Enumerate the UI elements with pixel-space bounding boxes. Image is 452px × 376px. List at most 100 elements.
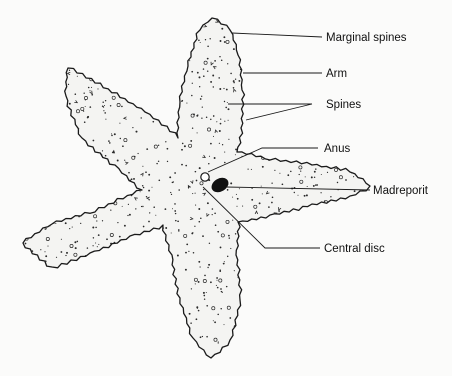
texture-dot [271, 183, 272, 184]
texture-dot [119, 236, 121, 238]
texture-dot [337, 333, 338, 334]
texture-dot [192, 193, 193, 194]
texture-dot [165, 53, 167, 55]
texture-ring [296, 42, 299, 45]
texture-dot [319, 126, 321, 128]
texture-dot [67, 53, 69, 55]
texture-dot [272, 47, 273, 48]
texture-dot [279, 75, 281, 77]
texture-dot [117, 314, 118, 315]
texture-dot [235, 154, 236, 155]
texture-dot [144, 37, 146, 39]
texture-dot [21, 162, 23, 164]
texture-dot [188, 251, 189, 252]
texture-dot [265, 307, 267, 309]
texture-dot [47, 118, 48, 119]
texture-dot [247, 325, 249, 327]
texture-spine [39, 293, 41, 296]
texture-dot [348, 27, 350, 29]
texture-dot [232, 197, 233, 198]
texture-dot [294, 278, 296, 280]
texture-dot [165, 258, 167, 260]
texture-ring [254, 19, 257, 22]
texture-dot [41, 328, 42, 329]
texture-dot [134, 280, 135, 281]
texture-dot [314, 139, 315, 140]
texture-dot [239, 188, 240, 189]
texture-dot [118, 83, 120, 85]
texture-dot [224, 41, 226, 43]
texture-dot [294, 133, 295, 134]
texture-ring [66, 117, 69, 120]
texture-dot [233, 48, 235, 50]
texture-dot [106, 323, 107, 324]
texture-dot [317, 292, 318, 293]
texture-dot [295, 59, 297, 61]
texture-dot [94, 257, 96, 259]
texture-dot [188, 351, 190, 353]
texture-dot [139, 21, 140, 22]
texture-dot [198, 208, 200, 210]
texture-ring [355, 171, 358, 174]
texture-dot [58, 359, 59, 360]
texture-dot [248, 131, 250, 133]
texture-dot [74, 176, 76, 178]
texture-dot [23, 174, 25, 176]
texture-ring [189, 39, 192, 42]
texture-dot [40, 23, 41, 24]
texture-dot [345, 59, 347, 61]
texture-dot [308, 337, 309, 338]
texture-dot [306, 160, 307, 161]
texture-dot [224, 121, 225, 122]
texture-dot [32, 333, 33, 334]
texture-dot [65, 334, 66, 335]
texture-ring [52, 203, 55, 206]
texture-ring [97, 277, 100, 280]
texture-dot [79, 285, 80, 286]
texture-dot [204, 298, 205, 299]
texture-dot [260, 78, 262, 80]
texture-dot [273, 27, 274, 28]
texture-dot [334, 337, 335, 338]
texture-dot [93, 351, 94, 352]
texture-dot [270, 339, 271, 340]
texture-dot [137, 153, 138, 154]
texture-dot [195, 205, 196, 206]
texture-dot [280, 132, 281, 133]
texture-dot [101, 205, 102, 206]
texture-dot [277, 289, 279, 291]
texture-dot [144, 307, 145, 308]
texture-dot [309, 325, 311, 327]
texture-dot [129, 55, 130, 56]
texture-dot [222, 144, 223, 145]
texture-dot [251, 352, 253, 354]
texture-dot [45, 161, 47, 163]
texture-dot [36, 143, 38, 145]
texture-dot [74, 166, 75, 167]
texture-dot [264, 89, 266, 91]
texture-spine [281, 15, 284, 18]
texture-dot [314, 177, 315, 178]
texture-dot [251, 78, 253, 80]
texture-dot [302, 160, 304, 162]
texture-dot [133, 37, 134, 38]
texture-dot [33, 60, 35, 62]
texture-dot [371, 349, 372, 350]
texture-dot [328, 210, 330, 212]
texture-spine [155, 282, 158, 285]
texture-ring [81, 190, 84, 193]
texture-ring [305, 346, 308, 349]
texture-spine [66, 49, 69, 52]
texture-dot [112, 314, 114, 316]
texture-dot [141, 331, 143, 333]
texture-dot [171, 194, 172, 195]
texture-dot [266, 343, 267, 344]
texture-dot [71, 357, 73, 359]
texture-dot [72, 227, 73, 228]
texture-dot [307, 128, 308, 129]
texture-dot [199, 76, 201, 78]
texture-dot [299, 55, 301, 57]
texture-dot [249, 135, 251, 137]
texture-dot [115, 274, 117, 276]
